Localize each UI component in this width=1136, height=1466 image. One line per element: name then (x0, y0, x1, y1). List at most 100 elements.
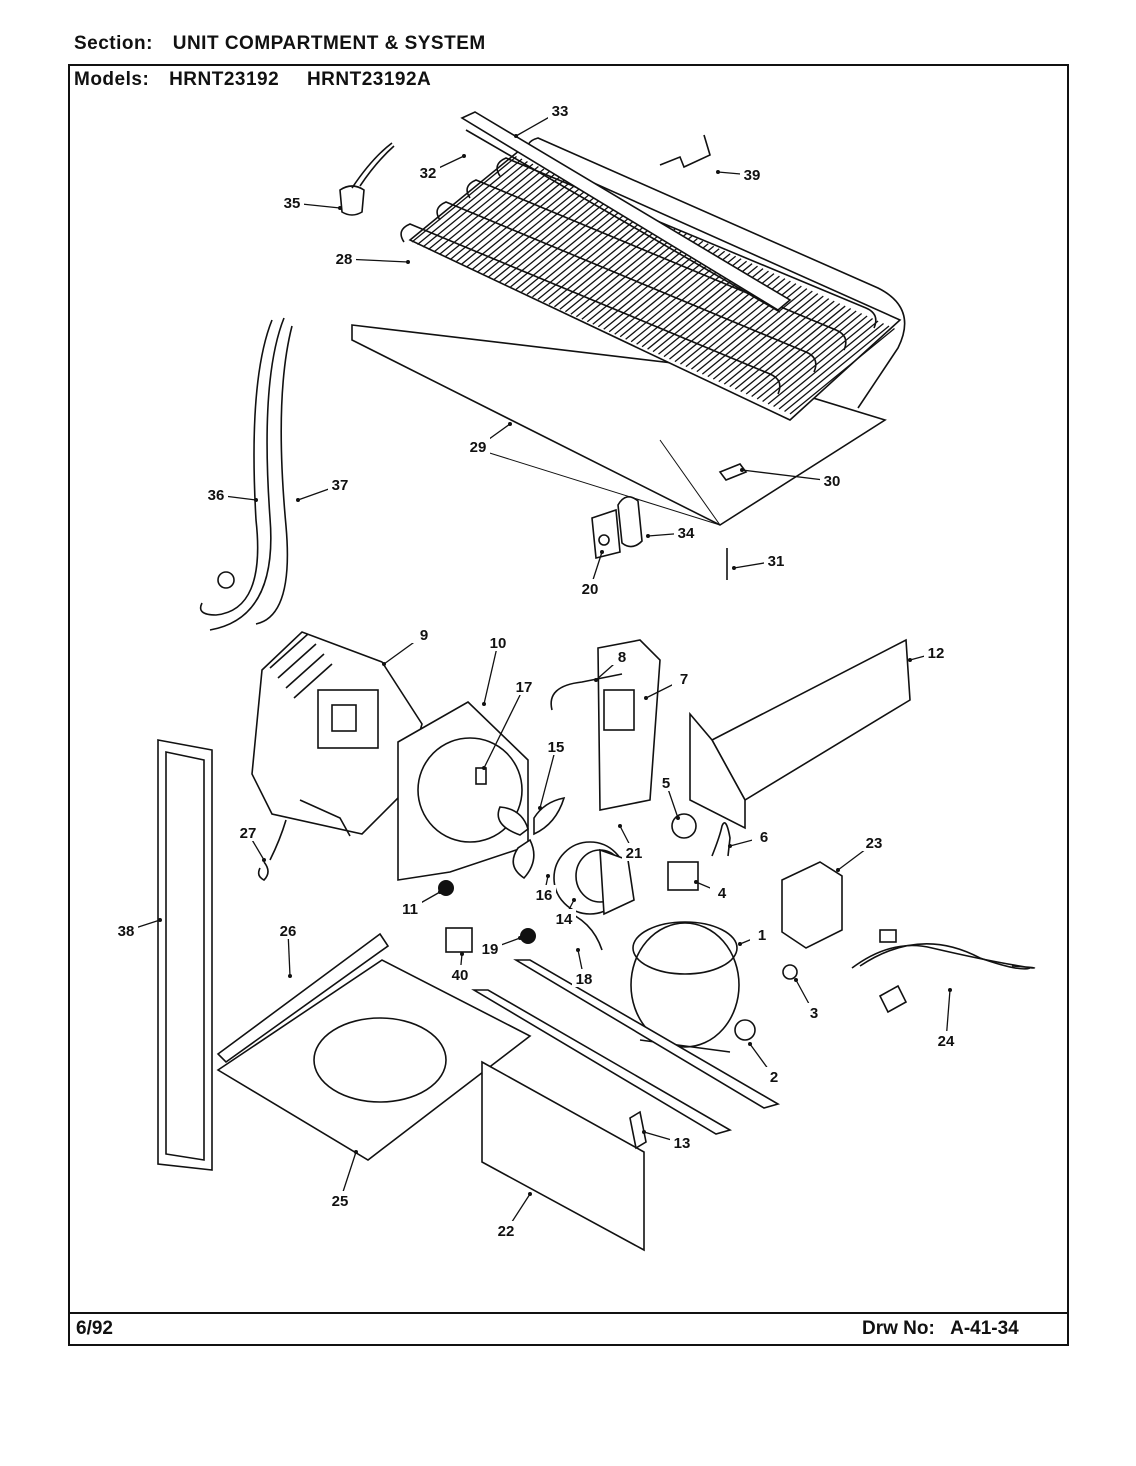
leader-arrow-37 (296, 498, 300, 502)
leader-line-10 (483, 642, 499, 705)
callout-bg-22 (494, 1221, 518, 1239)
callout-bg-15 (544, 737, 568, 755)
callout-39: 39 (744, 167, 761, 184)
leader-arrow-18 (576, 948, 580, 952)
mounting-rail (689, 638, 911, 830)
condenser-coil (251, 631, 423, 861)
callout-38: 38 (118, 923, 135, 940)
leader-arrow-8 (594, 678, 598, 682)
callout-bg-2 (762, 1067, 786, 1085)
callout-bg-18 (572, 969, 596, 987)
leader-arrow-38 (158, 918, 162, 922)
callout-bg-25 (328, 1191, 352, 1209)
leader-arrow-2 (748, 1042, 752, 1046)
leader-arrow-17 (482, 766, 486, 770)
callout-26: 26 (280, 923, 297, 940)
callout-bg-30 (820, 471, 844, 489)
callout-25: 25 (332, 1193, 349, 1210)
clamp-part (339, 142, 395, 216)
connector-40 (445, 927, 473, 953)
callout-2: 2 (770, 1069, 778, 1086)
callout-bg-1 (750, 925, 774, 943)
callout-22: 22 (498, 1223, 515, 1240)
callout-5: 5 (662, 775, 670, 792)
grommet-part (671, 813, 697, 839)
callout-35: 35 (284, 195, 301, 212)
grommet-mount (734, 1019, 756, 1041)
leader-arrow-13 (642, 1130, 646, 1134)
compressor-rail-2 (471, 989, 733, 1135)
grommet-19 (520, 928, 536, 944)
callout-bg-9 (412, 625, 436, 643)
leader-arrow-22 (528, 1192, 532, 1196)
callout-bg-40 (448, 965, 472, 983)
callout-30: 30 (824, 473, 841, 490)
leader-line-17 (483, 686, 525, 769)
leader-arrow-14 (572, 898, 576, 902)
leader-arrow-10 (482, 702, 486, 706)
callout-21: 21 (626, 845, 643, 862)
callout-4: 4 (718, 885, 727, 902)
relay-part (667, 861, 699, 891)
callout-bg-6 (752, 827, 776, 845)
callout-bg-23 (862, 833, 886, 851)
leader-arrow-16 (546, 874, 550, 878)
leader-arrow-6 (728, 844, 732, 848)
leader-arrow-40 (460, 952, 464, 956)
callout-bg-5 (654, 773, 678, 791)
callout-37: 37 (332, 477, 349, 494)
capillary-tubes (199, 317, 293, 631)
section-value: UNIT COMPARTMENT & SYSTEM (172, 33, 486, 54)
leader-arrow-30 (740, 468, 744, 472)
callout-bg-12 (924, 643, 948, 661)
section-header: Section: UNIT COMPARTMENT & SYSTEM (74, 33, 486, 55)
callout-bg-29 (466, 437, 490, 455)
leader-arrow-20 (600, 550, 604, 554)
callout-32: 32 (420, 165, 437, 182)
leader-arrow-21 (618, 824, 622, 828)
screw-part (257, 861, 269, 881)
callout-29: 29 (470, 439, 487, 456)
callout-7: 7 (680, 671, 688, 688)
callout-40: 40 (452, 967, 469, 984)
leader-arrow-19 (518, 936, 522, 940)
leader-line-15 (539, 746, 557, 809)
leader-arrow-12 (908, 658, 912, 662)
leader-arrow-5 (676, 816, 680, 820)
leader-arrow-3 (794, 978, 798, 982)
callout-bg-17 (512, 677, 536, 695)
power-cord (851, 929, 1036, 1014)
callout-bg-26 (276, 921, 300, 939)
models-header: Models: HRNT23192 HRNT23192A (74, 69, 431, 91)
callout-bg-38 (114, 921, 138, 939)
leader-arrow-29 (508, 422, 512, 426)
fan-shroud (397, 701, 529, 881)
callout-bg-4 (710, 883, 734, 901)
leader-arrow-27 (262, 858, 266, 862)
callout-bg-36 (204, 485, 228, 503)
callout-16: 16 (536, 887, 553, 904)
fan-motor (553, 841, 635, 916)
callout-bg-11 (398, 899, 422, 917)
leader-arrow-9 (382, 662, 386, 666)
footer-date: 6/92 (76, 1318, 113, 1339)
leader-arrow-26 (288, 974, 292, 978)
compressor-rail (513, 959, 781, 1109)
callout-13: 13 (674, 1135, 691, 1152)
callout-bg-39 (740, 165, 764, 183)
callout-6: 6 (760, 829, 768, 846)
leader-arrow-31 (732, 566, 736, 570)
callout-9: 9 (420, 627, 428, 644)
leader-arrow-34 (646, 534, 650, 538)
callout-bg-16 (532, 885, 556, 903)
model-number-1: HRNT23192 (169, 69, 280, 90)
callout-bg-21 (622, 843, 646, 861)
callout-27: 27 (240, 825, 257, 842)
leader-arrow-23 (836, 868, 840, 872)
clip-13 (629, 1110, 647, 1150)
leader-arrow-36 (254, 498, 258, 502)
callout-bg-31 (764, 551, 788, 569)
callout-1: 1 (758, 927, 766, 944)
callout-bg-24 (934, 1031, 958, 1049)
